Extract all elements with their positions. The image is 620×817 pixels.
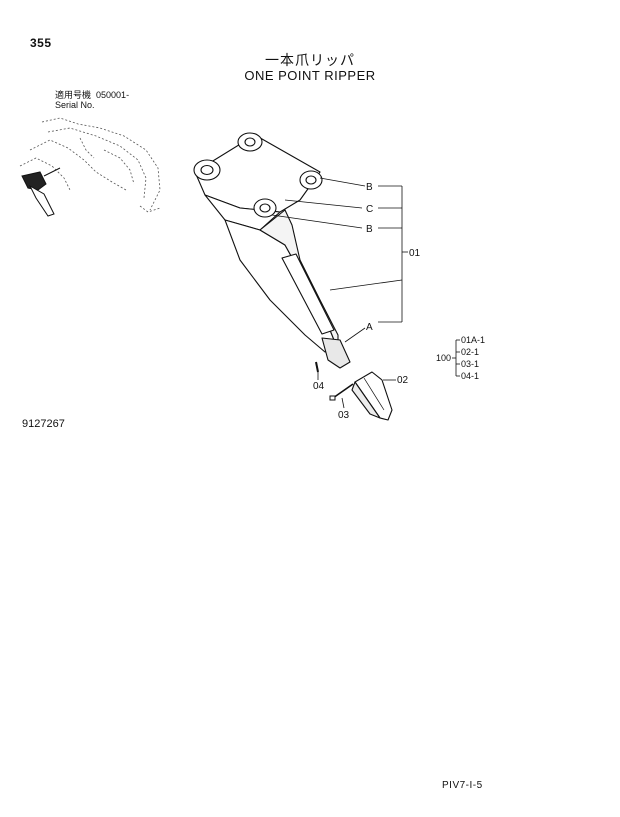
excavator-sketch (19, 117, 161, 213)
title-japanese: 一本爪リッパ (265, 52, 355, 68)
kit-item-3: 03-1 (461, 359, 479, 369)
leader-lines (271, 177, 460, 409)
serial-value: 050001- (96, 90, 130, 100)
callout-part-04: 04 (313, 381, 325, 392)
ripper-shank (193, 132, 351, 369)
callout-c: C (366, 204, 373, 215)
callout-labels: B C B A 01 02 03 04 (313, 182, 421, 421)
callout-part-03: 03 (338, 410, 350, 421)
serial-label-en: Serial No. (55, 100, 95, 110)
kit-item-2: 02-1 (461, 347, 479, 357)
serial-block: 適用号機 050001- Serial No. (55, 90, 129, 110)
callout-b-top: B (366, 182, 373, 193)
footer-code: PIV7-I-5 (442, 780, 483, 791)
callout-a: A (366, 322, 373, 333)
callout-b-bottom: B (366, 224, 373, 235)
tooth-point (351, 371, 393, 421)
kit-item-4: 04-1 (461, 371, 479, 381)
serial-label-jp: 適用号機 (55, 90, 92, 100)
kit-item-1: 01A-1 (461, 335, 485, 345)
title-english: ONE POINT RIPPER (244, 68, 376, 83)
kit-number: 100 (436, 353, 451, 363)
drawing-number: 9127267 (22, 418, 65, 430)
serial-row-jp: 適用号機 050001- (55, 90, 129, 100)
callout-part-02: 02 (397, 375, 409, 386)
callout-part-01: 01 (409, 248, 421, 259)
pin-and-lock (315, 361, 354, 401)
page-number: 355 (30, 36, 52, 50)
kit-list: 100 01A-1 02-1 03-1 04-1 (436, 335, 485, 381)
ripper-thumbnail (21, 167, 61, 217)
